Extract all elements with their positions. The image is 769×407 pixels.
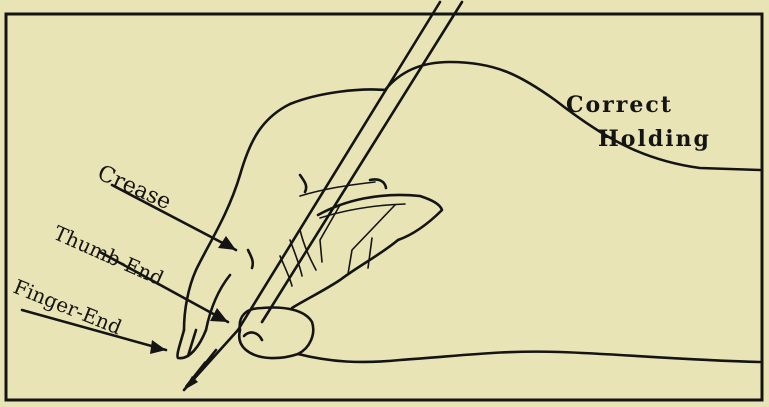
crease-label: Crease <box>94 161 175 215</box>
frame-border <box>6 14 762 400</box>
title-line-1: Correct <box>566 92 673 118</box>
finger-end-label: Finger-End <box>10 274 125 339</box>
title-line-2: Holding <box>598 126 711 152</box>
thumb-end-label: Thumb-End <box>50 221 168 291</box>
